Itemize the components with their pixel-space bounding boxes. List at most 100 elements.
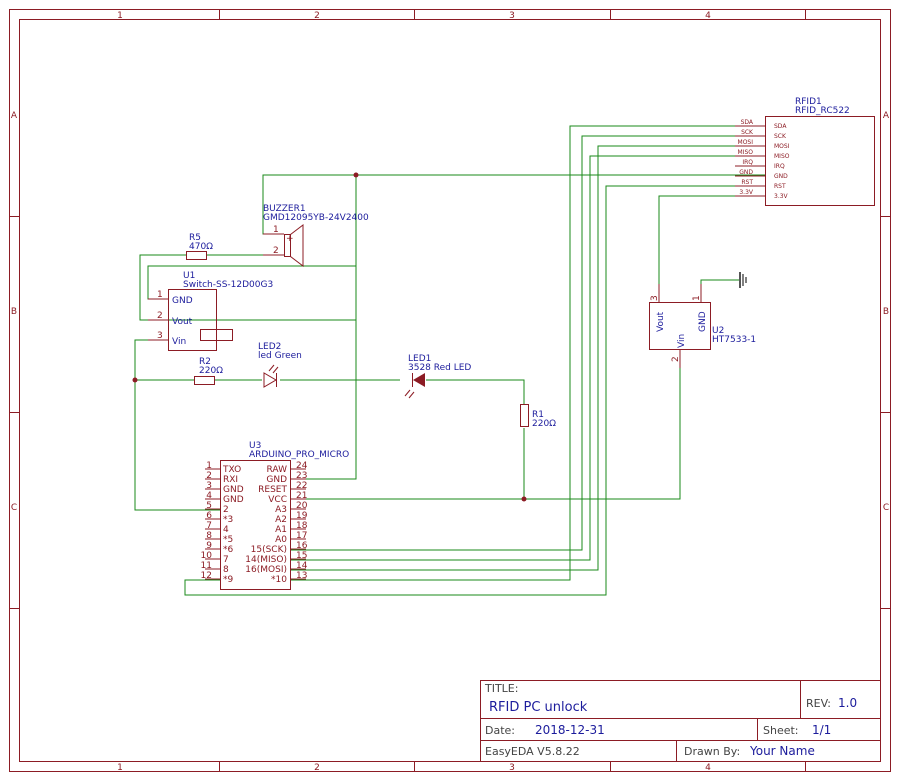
u1-pin-label: Vin (172, 337, 186, 347)
wire-r5-u1 (139, 254, 186, 321)
u3-left-pin-label: GND (223, 485, 244, 495)
led2-triangle (263, 372, 277, 388)
rfid-pin-outside-label: GND (739, 169, 753, 176)
wire-led1-r1 (426, 379, 525, 404)
u3-left-pin-number: 8 (206, 531, 212, 541)
led-red: LED1 3528 Red LED (404, 354, 471, 399)
zone-row-a-right: A (883, 111, 890, 121)
u3-left-pin-label: 7 (223, 555, 229, 565)
u3-right-pin-number: 16 (296, 541, 308, 551)
zone-col-3-top: 3 (509, 11, 515, 21)
rev-label: REV: (806, 697, 831, 710)
u3-right-pin-number: 13 (296, 571, 307, 581)
u3-left-pin-label: 8 (223, 565, 229, 575)
wire-u2-gnd (700, 279, 740, 302)
u3-right-pin-label: RESET (258, 485, 287, 495)
junction-gnd-top (353, 172, 359, 178)
rfid-pin-inside-label: SDA (774, 123, 787, 130)
wire-gnd-rfid-to-buzzer (262, 174, 765, 235)
buzzer-ref: BUZZER1 (263, 204, 306, 214)
resistor-r1: R1 220Ω (520, 404, 556, 429)
sheet-value: 1/1 (812, 723, 831, 737)
led2-ref: LED2 (258, 342, 281, 352)
led2-value: led Green (258, 351, 302, 361)
u3-ref: U3 (249, 441, 261, 451)
u3-left-pin-label: 2 (223, 505, 229, 515)
u3-left-pin-number: 9 (206, 541, 212, 551)
u3-left-pin-label: *5 (223, 535, 233, 545)
rfid-pin-outside-label: MISO (738, 149, 754, 156)
u1-pin-number: 2 (157, 311, 163, 321)
rfid-pin-inside-label: GND (774, 173, 788, 180)
junction-vcc (521, 496, 527, 502)
u1-pin-number: 1 (157, 290, 163, 300)
zone-col-4-top: 4 (705, 11, 711, 21)
rfid-pin-outside-label: SCK (741, 129, 754, 136)
u1-pin-label: Vout (172, 317, 193, 327)
wire-gnd-vertical (291, 175, 357, 480)
buzzer-plus: + (286, 234, 294, 244)
u3-right-pin-label: RAW (267, 465, 288, 475)
drawn-by-label: Drawn By: (684, 745, 740, 758)
u2-body (649, 302, 711, 350)
junctions (132, 172, 527, 502)
u3-left-pin-number: 12 (201, 571, 212, 581)
zone-col-4-bottom: 4 (705, 763, 711, 773)
zone-row-c-right: C (883, 503, 889, 513)
wire-mosi (291, 145, 765, 571)
drawn-by-value: Your Name (749, 744, 815, 758)
resistor-r2: R2 220Ω (194, 357, 223, 385)
u1-actuator (200, 329, 233, 341)
u3-left-pin-number: 5 (206, 501, 212, 511)
rfid-pin-outside-label: RST (741, 179, 753, 186)
wire-r1-vcc (291, 428, 525, 500)
u2-label-vout: Vout (656, 311, 666, 332)
rfid-pin-inside-label: 3.3V (774, 193, 789, 200)
u3-right-pin-number: 23 (296, 471, 307, 481)
r5-value: 470Ω (189, 242, 213, 252)
u3-right-pin-label: GND (266, 475, 287, 485)
r2-ref: R2 (199, 357, 211, 367)
zone-row-b-right: B (883, 307, 889, 317)
u2-value: HT7533-1 (712, 335, 756, 345)
rfid-pin-inside-label: MISO (774, 153, 790, 160)
u1-pin-number: 3 (157, 331, 163, 341)
wire-u2-3v3 (658, 195, 765, 302)
u3-right-pin-number: 14 (296, 561, 308, 571)
u3-left-pin-label: *3 (223, 515, 233, 525)
rfid-module: RFID1 RFID_RC522 SDASDASCKSCKMOSIMOSIMIS… (735, 97, 875, 206)
buzzer-value: GMD12095YB-24V2400 (263, 213, 369, 223)
u2-label-gnd: GND (698, 311, 708, 332)
r5-body (186, 251, 207, 260)
wire-sck (291, 135, 765, 551)
u3-value: ARDUINO_PRO_MICRO (249, 450, 349, 460)
r2-body (194, 376, 215, 385)
rfid-value: RFID_RC522 (795, 106, 850, 116)
wire-sda (291, 125, 765, 581)
junction-led-row (132, 377, 138, 383)
r5-ref: R5 (189, 233, 201, 243)
u3-left-pin-number: 11 (201, 561, 212, 571)
rev-value: 1.0 (838, 696, 857, 710)
u3-body (220, 460, 291, 590)
zone-row-b-left: B (11, 307, 17, 317)
u3-right-pin-number: 15 (296, 551, 307, 561)
u3-right-pin-label: A1 (275, 525, 287, 535)
regulator-u2: U2 HT7533-1 3 1 2 Vout GND Vin (649, 284, 756, 368)
rfid-pin-outside-label: SDA (741, 119, 754, 126)
u3-right-pin-number: 21 (296, 491, 307, 501)
rfid-pin-outside-label: MOSI (738, 139, 754, 146)
u3-left-pin-number: 7 (206, 521, 212, 531)
u1-value: Switch-SS-12D00G3 (183, 280, 273, 290)
u3-right-pin-label: VCC (268, 495, 287, 505)
buzzer-cone (290, 223, 304, 268)
u3-right-pin-label: A0 (275, 535, 287, 545)
zone-col-1-bottom: 1 (117, 763, 123, 773)
u3-left-pin-number: 3 (206, 481, 212, 491)
u3-right-pin-label: 14(MISO) (245, 555, 287, 565)
led1-value: 3528 Red LED (408, 363, 471, 373)
u3-left-pin-label: GND (223, 495, 244, 505)
